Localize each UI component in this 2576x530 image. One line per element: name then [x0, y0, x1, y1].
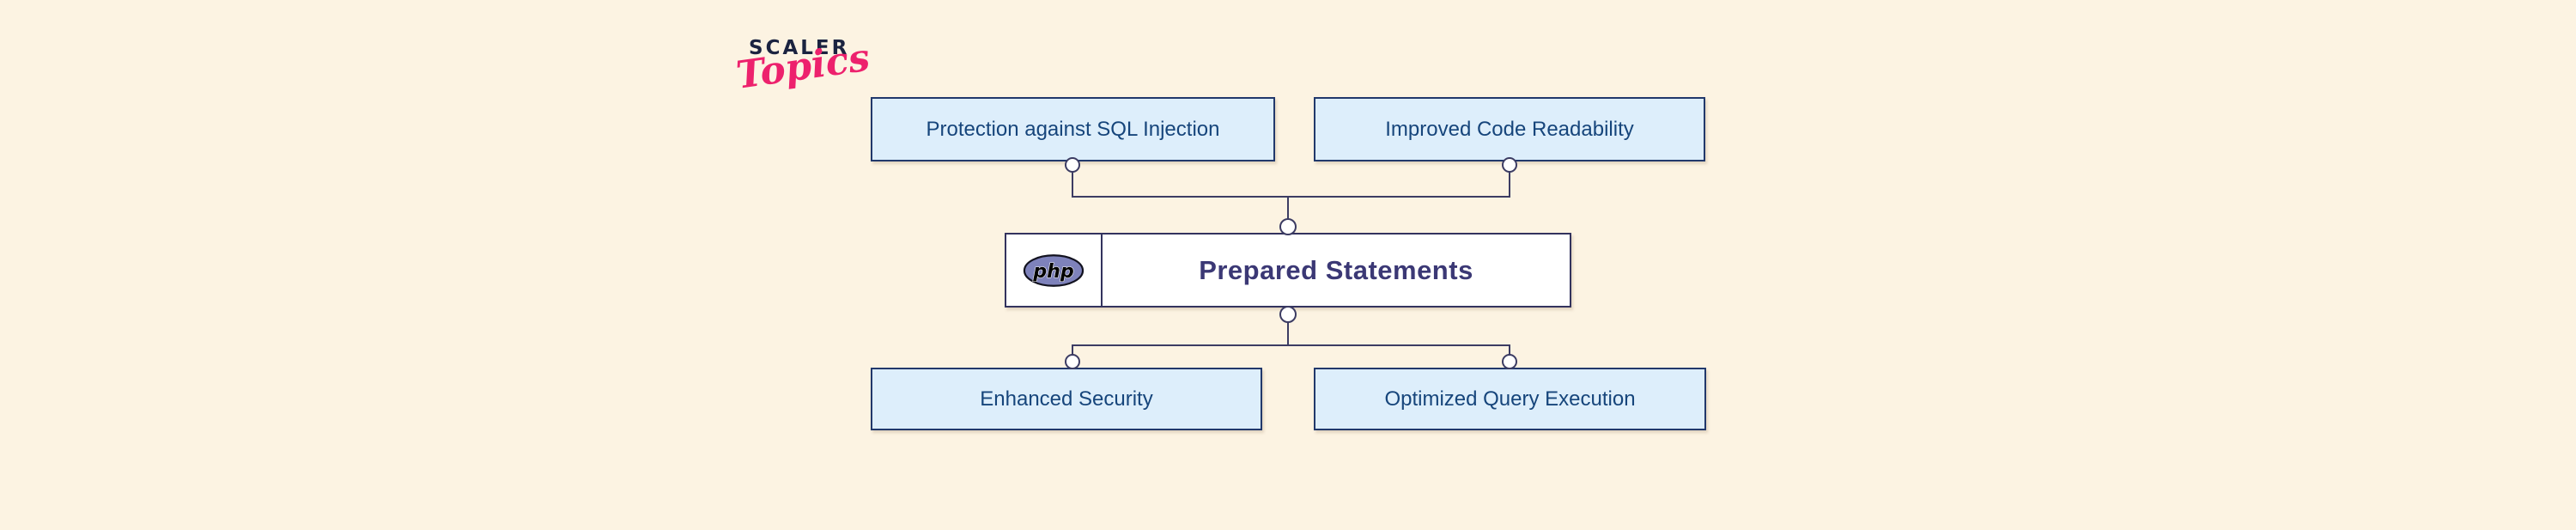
connector-junction-circle: [1502, 354, 1517, 369]
scaler-topics-logo: SCALER Topics: [733, 36, 872, 98]
node-improved-code-readability: Improved Code Readability: [1314, 97, 1705, 161]
php-logo-text: php: [1032, 260, 1074, 283]
node-protection-sql-injection: Protection against SQL Injection: [871, 97, 1275, 161]
node-label: Protection against SQL Injection: [926, 117, 1220, 141]
node-optimized-query-execution: Optimized Query Execution: [1314, 368, 1706, 430]
php-logo-cell: php: [1006, 235, 1103, 306]
brand-title: SCALER: [749, 37, 850, 59]
center-node-label: Prepared Statements: [1199, 254, 1473, 285]
php-logo-icon: php: [1023, 253, 1084, 287]
node-label: Improved Code Readability: [1385, 117, 1634, 141]
connector-junction-circle: [1279, 306, 1297, 323]
node-label: Optimized Query Execution: [1384, 387, 1636, 411]
node-label: Enhanced Security: [980, 387, 1153, 411]
node-enhanced-security: Enhanced Security: [871, 368, 1262, 430]
connector-junction-circle: [1065, 354, 1080, 369]
node-prepared-statements: php Prepared Statements: [1005, 233, 1571, 308]
